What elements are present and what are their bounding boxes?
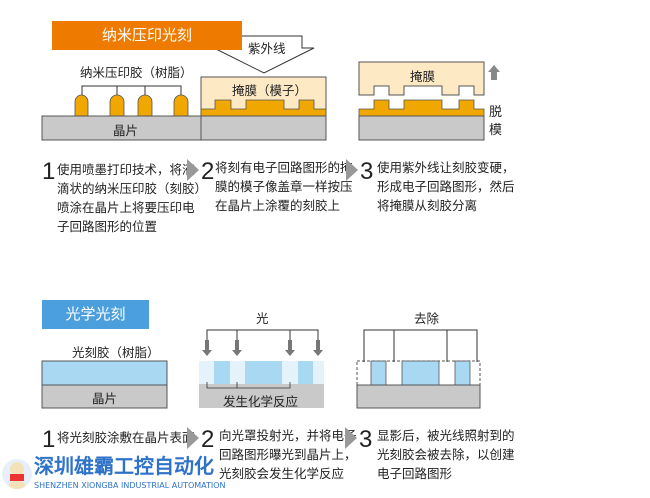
wafer-label: 晶片 <box>113 123 139 138</box>
step-2-text: 将刻有电子回路图形的掩 膜的模子像盖章一样按压 在晶片上涂覆的刻胶上 <box>215 158 353 215</box>
light-arrows <box>202 340 323 356</box>
nanoimprint-panel-2 <box>200 35 327 141</box>
demold-label: 脱模 <box>489 105 503 138</box>
photo-panel-1 <box>41 360 168 409</box>
mask <box>358 61 485 96</box>
step-arrow-icon <box>187 427 199 449</box>
step-number: 2 <box>201 158 215 185</box>
mold-label: 掩膜（模子） <box>232 83 308 98</box>
text-line: 子回路图形的位置 <box>57 219 158 234</box>
nanoimprint-panel-3 <box>358 61 500 141</box>
text-line: 将掩膜从刻胶分离 <box>377 198 478 213</box>
text-line: 喷涂在晶片上将要压印电 <box>57 200 195 215</box>
uv-label: 紫外线 <box>248 41 286 56</box>
step-3-text: 使用紫外线让刻胶变硬， 形成电子回路图形，然后 将掩膜从刻胶分离 <box>377 158 515 215</box>
up-arrow-icon <box>488 65 500 80</box>
light-label: 光 <box>256 311 269 326</box>
reaction-label: 发生化学反应 <box>223 394 299 409</box>
step-1-text: 将光刻胶涂敷在晶片表面 <box>57 430 195 445</box>
text-line: 在晶片上涂覆的刻胶上 <box>215 198 341 213</box>
resin-label: 纳米压印胶（树脂） <box>80 65 193 80</box>
step-number: 3 <box>360 158 374 185</box>
resin-droplets <box>74 94 189 117</box>
step-number: 2 <box>201 426 215 453</box>
text-line: 将刻有电子回路图形的掩 <box>215 160 353 175</box>
watermark-name-en: SHENZHEN XIONGBA INDUSTRIAL AUTOMATION <box>34 481 226 490</box>
text-line: 使用喷墨打印技术，将液 <box>57 162 195 177</box>
photolithography-title: 光学光刻 <box>42 300 149 329</box>
watermark-name-cn: 深圳雄霸工控自动化 <box>34 454 214 478</box>
text-line: 形成电子回路图形，然后 <box>377 179 515 194</box>
text-line: 滴状的纳米压印胶（刻胶） <box>57 181 208 196</box>
text-line: 膜的模子像盖章一样按压 <box>215 179 353 194</box>
nanoimprint-title: 纳米压印光刻 <box>52 21 242 50</box>
photo-panel-2 <box>199 329 324 408</box>
photo-panel-3 <box>356 329 481 409</box>
remove-label: 去除 <box>414 311 440 326</box>
text-line: 光刻胶会被去除，以创建 <box>377 447 515 462</box>
step-arrow-icon <box>187 159 199 181</box>
step-arrow-icon <box>346 159 358 181</box>
text-line: 显影后，被光线照射到的 <box>377 428 515 443</box>
watermark-logo <box>2 459 32 489</box>
step-arrow-icon <box>345 427 357 449</box>
text-line: 光刻胶会发生化学反应 <box>219 466 345 481</box>
step-2-text: 向光罩投射光，并将电子 回路图形曝光到晶片上， 光刻胶会发生化学反应 <box>219 426 357 483</box>
step-number: 3 <box>359 426 373 453</box>
step-3-text: 显影后，被光线照射到的 光刻胶会被去除，以创建 电子回路图形 <box>377 426 515 483</box>
wafer-label: 晶片 <box>92 391 118 406</box>
text-line: 电子回路图形 <box>377 466 453 481</box>
step-number: 1 <box>42 158 56 185</box>
text-line: 使用紫外线让刻胶变硬， <box>377 160 515 175</box>
step-1-text: 使用喷墨打印技术，将液 滴状的纳米压印胶（刻胶） 喷涂在晶片上将要压印电 子回路… <box>57 160 207 236</box>
resist-label: 光刻胶（树脂） <box>72 345 160 360</box>
text-line: 回路图形曝光到晶片上， <box>219 447 357 462</box>
step-number: 1 <box>42 426 56 453</box>
wafer <box>41 115 211 141</box>
mask-label: 掩膜 <box>410 69 436 84</box>
nanoimprint-panel-1 <box>41 85 211 141</box>
text-line: 向光罩投射光，并将电子 <box>219 428 357 443</box>
